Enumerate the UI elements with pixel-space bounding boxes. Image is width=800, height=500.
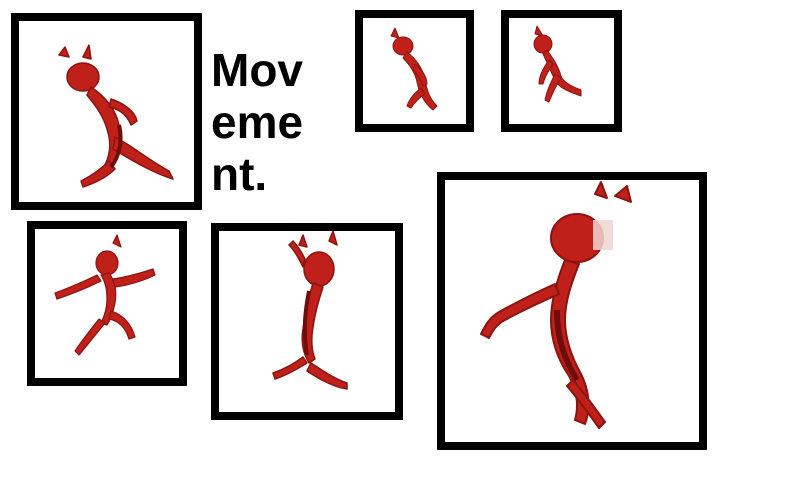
movement-frame-2 <box>355 10 474 132</box>
movement-frame-3 <box>501 10 622 132</box>
red-creature-crouching-icon <box>390 27 438 111</box>
red-creature-stumbling-icon <box>480 181 632 429</box>
red-creature-jumping-icon <box>272 231 348 390</box>
movement-frame-4 <box>27 221 187 386</box>
red-creature-walking-icon <box>533 25 582 103</box>
caption-line-1: Mov <box>211 44 303 96</box>
red-creature-running-icon <box>58 44 174 188</box>
movement-caption: Mov eme nt. <box>211 44 321 200</box>
movement-frame-1 <box>11 13 202 210</box>
movement-frame-6 <box>437 172 707 450</box>
caption-line-3: nt. <box>211 148 268 200</box>
red-creature-leaping-icon <box>54 234 156 356</box>
movement-frame-5 <box>211 223 403 420</box>
caption-line-2: eme <box>211 96 304 148</box>
